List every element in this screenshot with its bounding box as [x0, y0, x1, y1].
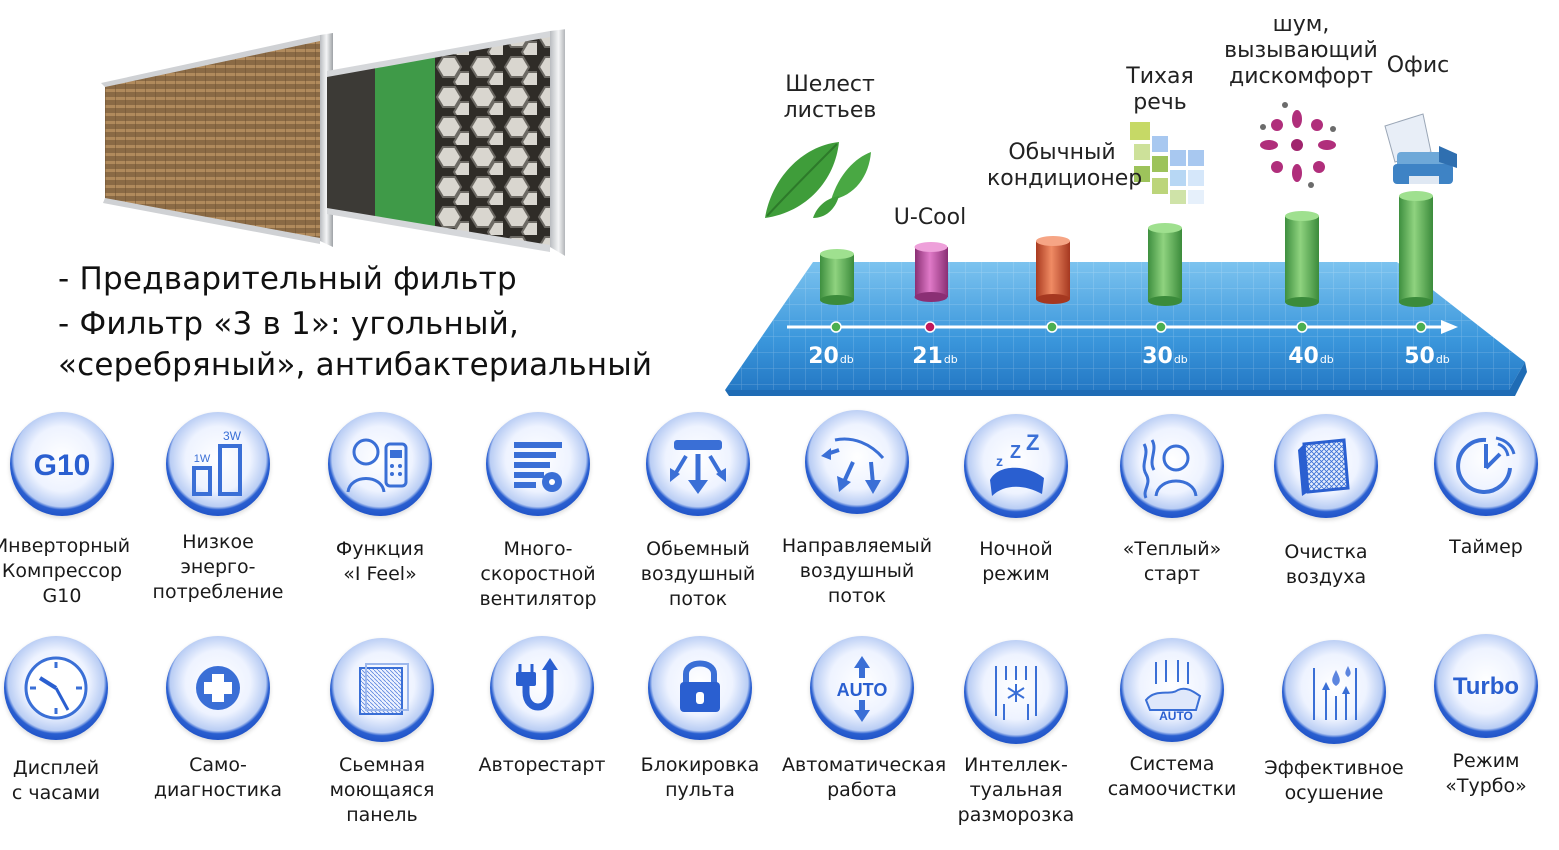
feature-caption: Система самоочистки: [1107, 753, 1237, 800]
dehumidify-icon: [1282, 640, 1386, 744]
feature-caption: Авторестарт: [478, 754, 606, 776]
svg-text:AUTO: AUTO: [1159, 709, 1193, 723]
feature-caption: Ночной режим: [979, 538, 1053, 585]
scale-dot: [1415, 321, 1427, 333]
noise-level-chart: Шелест листьев U-Cool Обычный кондиционе…: [725, 0, 1559, 400]
scale-label-40: 40db: [1288, 344, 1334, 369]
feature-caption: Инверторный Компрессор G10: [0, 535, 131, 607]
scale-label-50: 50db: [1404, 344, 1450, 369]
filter-text-line-3: «серебряный», антибактериальный: [58, 347, 653, 383]
feature-caption: Таймер: [1449, 536, 1523, 558]
filter-text-line-2: - Фильтр «3 в 1»: угольный,: [58, 306, 520, 342]
scale-dot: [1155, 321, 1167, 333]
bar-regular-ac: [1036, 236, 1070, 304]
feature-caption: Эффективное осушение: [1264, 757, 1404, 804]
i-feel-remote-icon: [328, 412, 432, 516]
energy-bars-icon: 1W 3W: [166, 412, 270, 516]
clock-icon: [4, 636, 108, 740]
svg-text:G10: G10: [34, 449, 91, 482]
panel-icon: [330, 638, 434, 742]
feature-caption: Низкое энерго- потребление: [152, 531, 284, 603]
svg-text:z: z: [996, 453, 1003, 469]
noise-source-label-u-cool: U-Cool: [893, 205, 967, 230]
speech-icon: [1130, 122, 1204, 204]
leaves-icon: [765, 142, 871, 218]
noise-source-label-quiet-speech: Тихая речь: [1126, 64, 1194, 115]
bar-leaves: [820, 249, 854, 305]
scale-label-30: 30db: [1142, 344, 1188, 369]
feature-caption: Сьемная моющаяся панель: [329, 754, 435, 826]
warm-start-icon: [1120, 414, 1224, 518]
feature-caption: Само- диагностика: [153, 754, 283, 801]
feature-caption: Обьемный воздушный поток: [640, 538, 756, 610]
fan-speed-icon: [486, 412, 590, 516]
noise-source-label-office: Офис: [1386, 53, 1450, 78]
scale-label-20: 20db: [808, 344, 854, 369]
scale-dot: [924, 321, 936, 333]
directed-airflow-icon: [805, 410, 909, 514]
noise-source-label-discomfort: шум, вызывающий дискомфорт: [1224, 12, 1378, 89]
feature-caption: Направляемый воздушный поток: [781, 535, 933, 607]
feature-caption: Интеллек- туальная разморозка: [957, 754, 1075, 826]
scale-dot: [1296, 321, 1308, 333]
feature-caption: Автоматическая работа: [782, 754, 947, 801]
svg-text:1W: 1W: [194, 453, 211, 465]
feature-caption: Очистка воздуха: [1284, 541, 1368, 588]
scale-dot: [830, 321, 842, 333]
feature-caption: «Теплый» старт: [1122, 538, 1222, 585]
scale-dot: [1046, 321, 1058, 333]
noise-axis-arrow: [1441, 320, 1458, 334]
bar-discomfort-noise: [1285, 211, 1319, 307]
airflow-3d-icon: [646, 412, 750, 516]
noise-burst-icon: [1260, 102, 1336, 188]
self-clean-icon: AUTO: [1120, 638, 1224, 742]
feature-caption: Блокировка пульта: [640, 754, 760, 801]
sleep-icon: z Z Z: [964, 414, 1068, 518]
printer-icon: [1384, 113, 1457, 184]
air-filter-icon: [1274, 414, 1378, 518]
svg-text:Z: Z: [1010, 442, 1021, 462]
defrost-icon: [964, 640, 1068, 744]
svg-text:Z: Z: [1026, 430, 1039, 455]
svg-text:3W: 3W: [223, 429, 242, 443]
svg-text:AUTO: AUTO: [837, 680, 888, 700]
noise-source-label-leaves: Шелест листьев: [783, 72, 877, 123]
green-filter-layer: [375, 56, 435, 230]
plug-restart-icon: [490, 636, 594, 740]
filter-illustration: [95, 25, 565, 260]
honeycomb-filter-layer: [435, 35, 550, 247]
timer-icon: [1434, 412, 1538, 516]
feature-caption: Много- скоростной вентилятор: [479, 538, 597, 610]
noise-source-label-regular-ac: Обычный кондиционер: [987, 140, 1143, 191]
bar-office: [1399, 191, 1433, 307]
plus-cross-icon: [166, 636, 270, 740]
bar-quiet-speech: [1148, 223, 1182, 306]
pre-filter-panel: [105, 39, 320, 240]
g10-icon: G10: [10, 412, 114, 516]
filter-text-line-1: - Предварительный фильтр: [58, 261, 517, 297]
bar-u-cool: [914, 242, 948, 302]
svg-text:Turbo: Turbo: [1453, 673, 1519, 700]
feature-caption: Функция «I Feel»: [335, 538, 425, 585]
feature-caption: Режим «Турбо»: [1445, 750, 1527, 797]
feature-caption: Дисплей с часами: [11, 757, 101, 804]
auto-icon: AUTO: [810, 636, 914, 740]
lock-icon: [648, 636, 752, 740]
scale-label-21: 21db: [912, 344, 958, 369]
turbo-icon: Turbo: [1434, 634, 1538, 738]
